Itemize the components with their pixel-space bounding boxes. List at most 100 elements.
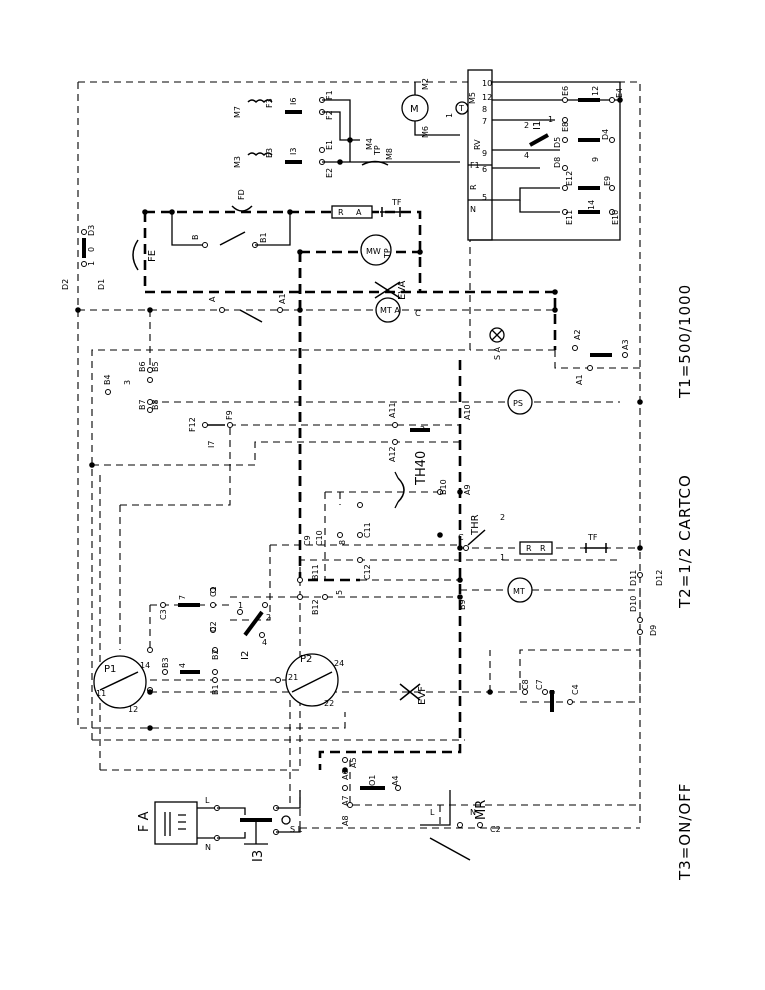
term-b11: B11 — [311, 564, 320, 580]
thr-term-2: 2 — [500, 513, 505, 522]
term-c9: C9 — [303, 535, 312, 546]
term-b2: B2 — [211, 649, 220, 660]
term-a7: A7 — [341, 795, 350, 806]
term-e12: E12 — [565, 171, 574, 186]
p1-term-14: 14 — [140, 661, 150, 670]
term-l2: L — [430, 808, 435, 817]
box-n: N — [470, 205, 476, 214]
legend-t3: T3=ON/OFF — [676, 783, 694, 881]
tb-6: 6 — [482, 165, 487, 174]
term-c2: C2 — [209, 621, 218, 632]
term-b1: B1 — [211, 684, 220, 695]
term-m4: M4 — [365, 138, 374, 150]
term-b9: B9 — [458, 599, 467, 610]
timer-t: T — [458, 104, 464, 113]
term-a11: A11 — [388, 402, 397, 418]
contact-group-d9-d10: D10 D9 — [629, 596, 658, 636]
term-b12: B12 — [311, 599, 320, 615]
term-d10: D10 — [629, 596, 638, 612]
term-a4: A4 — [391, 775, 400, 786]
i1-term-2: 2 — [524, 121, 529, 130]
i2-term-2: 2 — [266, 613, 271, 622]
contact-group-a4-a8: A8 A7 A6 A5 O1 A4 — [341, 757, 401, 826]
bus-lines — [78, 309, 641, 825]
r-label-2: R — [540, 544, 546, 553]
i2-term-4: 4 — [262, 638, 267, 647]
programmer-p2: P2 21 24 22 — [275, 653, 344, 708]
switch-i2: I2 1 2 4 — [237, 601, 271, 660]
term-c8: C8 — [521, 679, 530, 690]
p2-term-21: 21 — [288, 673, 298, 682]
i2-term-1: 1 — [238, 601, 243, 610]
term-b4: B4 — [103, 374, 112, 385]
tb-9: 9 — [482, 149, 487, 158]
r-label-1: R — [526, 544, 532, 553]
thermostat-thr: C THR 2 1 — [458, 513, 505, 562]
tb-9b: 9 — [591, 157, 600, 162]
term-c10: C10 — [315, 530, 324, 546]
term-e4: E4 — [615, 88, 624, 98]
term-e3: E3 — [265, 148, 274, 158]
ra-r-label: R — [338, 208, 344, 217]
contact-group-i6-f1: I6 I3 F1 F2 E1 E2 — [285, 90, 360, 178]
term-i3: I3 — [289, 148, 298, 155]
term-n2: N — [470, 808, 476, 817]
term-a1: A1 — [278, 293, 287, 304]
term-a8: A8 — [341, 815, 350, 826]
tb-10: 10 — [482, 79, 492, 88]
term-c2: C2 — [490, 825, 501, 834]
evf-label: EVF — [417, 686, 428, 705]
term-b6: B6 — [138, 361, 147, 372]
legend-t1: T1=500/1000 — [676, 284, 694, 399]
m3-label: M3 — [233, 156, 242, 168]
box-f: F1 — [470, 161, 480, 170]
term-7-c: 7 — [178, 595, 187, 600]
term-a2: A2 — [573, 329, 582, 340]
term-5-b: 5 — [335, 590, 344, 595]
legend-t2: T2=1/2 CARTCO — [676, 474, 694, 609]
timer-block: T 1 M5 RV F1 R N 10 12 8 7 9 6 5 — [445, 69, 493, 241]
term-c12: C12 — [363, 564, 372, 580]
term-d9: D9 — [649, 625, 658, 636]
term-6-c: 6 — [548, 690, 557, 695]
motor-m: M M2 M6 — [401, 78, 460, 138]
thr-label: THR — [470, 514, 481, 536]
fe-label: FE — [147, 250, 158, 262]
contact-group-a2-a3: A2 A3 A1 — [572, 329, 630, 385]
term-a10: A10 — [463, 404, 472, 420]
term-f12: F12 — [188, 417, 197, 432]
i2-label: I2 — [240, 651, 251, 660]
p2-term-24: 24 — [334, 659, 344, 668]
i1-label: I1 — [532, 121, 543, 130]
contact-group-b1-b3: B3 4 B2 B1 — [161, 647, 220, 695]
junction-dots — [75, 97, 643, 773]
tb-5: 5 — [482, 193, 487, 202]
valve-evf: EVF — [399, 683, 428, 705]
ps-label: PS — [513, 399, 523, 408]
term-e6: E6 — [561, 86, 570, 96]
p2-circle — [285, 653, 339, 707]
contact-group-c4-c8: C8 C7 6 C4 — [521, 679, 580, 712]
term-b-fd: B — [191, 235, 200, 241]
term-d12: D12 — [655, 570, 664, 586]
tb-8: 8 — [482, 105, 487, 114]
term-4-b: 4 — [178, 663, 187, 668]
box-r: R — [469, 184, 478, 190]
term-m8: M8 — [385, 148, 394, 160]
term-i7: I7 — [207, 441, 216, 448]
outer-frame-wires — [77, 81, 641, 829]
term-d4: D4 — [601, 129, 610, 140]
term-d8: D8 — [553, 157, 562, 168]
term-i6: I6 — [289, 98, 298, 105]
i1-term-1: 1 — [548, 115, 553, 124]
motor-mta: MT A C — [375, 297, 421, 323]
term-0-d: 0 — [87, 247, 96, 252]
term-l: L — [205, 796, 210, 805]
bold-wires — [143, 210, 557, 770]
tp-m4-m8: M4 TP M8 — [322, 138, 460, 166]
p1-term-11: 11 — [96, 689, 106, 698]
term-e1: E1 — [325, 140, 334, 150]
motor-mw: MW TP — [360, 234, 392, 266]
term-a9: A9 — [463, 484, 472, 495]
